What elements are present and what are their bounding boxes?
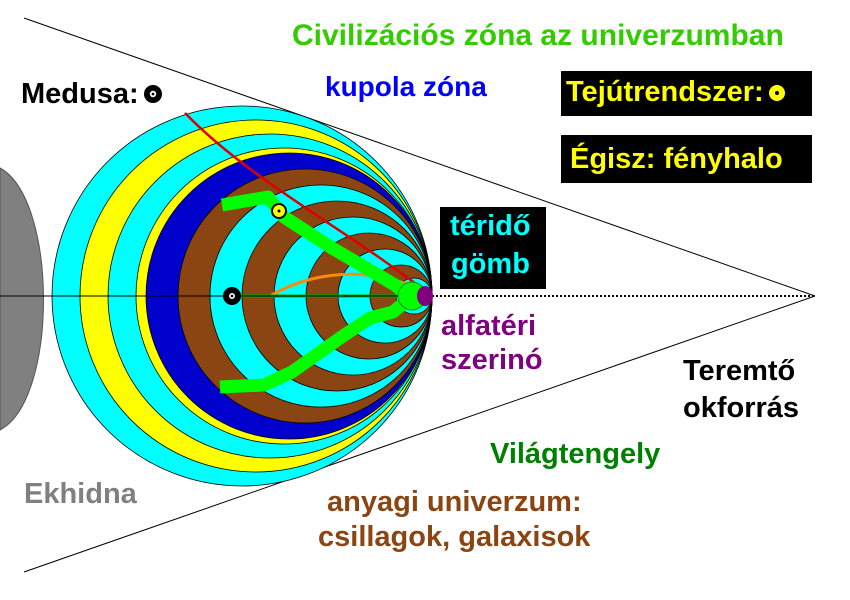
creator-line1: Teremtő xyxy=(683,355,796,387)
alpha-serino-line2: szerinó xyxy=(441,344,543,376)
green-arm-upper xyxy=(220,190,415,303)
echidna-label: Ekhidna xyxy=(24,478,137,510)
milky-way-label: Tejútrendszer: xyxy=(566,78,786,108)
spacetime-label-line1: téridő xyxy=(450,210,531,242)
whole-box xyxy=(561,135,812,183)
whole-label: Égisz: fényhalo xyxy=(570,143,783,175)
red-curve xyxy=(184,112,433,297)
green-arm-lower xyxy=(219,292,415,394)
alpha-serino-dot xyxy=(417,286,433,306)
ekhidna-disc xyxy=(0,167,44,431)
milky-way-dot xyxy=(271,203,287,219)
material-universe-line2: csillagok, galaxisok xyxy=(318,521,591,553)
cone-lower-line xyxy=(23,295,816,573)
cone-upper-line xyxy=(23,17,816,297)
alpha-serino-line1: alfatéri xyxy=(441,310,537,342)
milky-way-dot-icon xyxy=(768,79,786,108)
milky-way-label-text: Tejútrendszer: xyxy=(566,76,764,108)
medusa-label: Medusa: xyxy=(21,80,163,110)
world-axis-label: Világtengely xyxy=(490,438,661,470)
medusa-label-text: Medusa: xyxy=(21,78,139,110)
spacetime-box xyxy=(440,207,546,289)
medusa-dot-icon xyxy=(143,81,163,110)
dome-zone-label: kupola zóna xyxy=(325,71,487,102)
creator-line2: okforrás xyxy=(683,392,800,424)
material-universe-line1: anyagi univerzum: xyxy=(327,486,582,518)
center-dot xyxy=(223,287,241,305)
diagram-title: Civilizációs zóna az univerzumban xyxy=(292,19,784,52)
spacetime-label-line2: gömb xyxy=(451,248,530,280)
